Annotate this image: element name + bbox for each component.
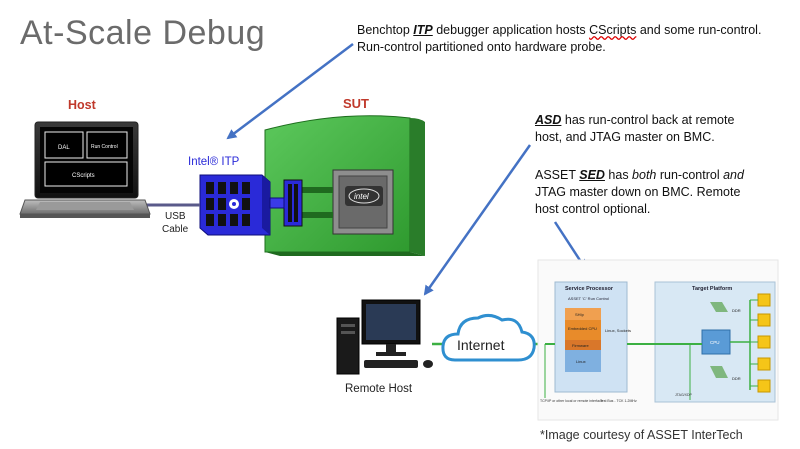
service-processor-title: Service Processor: [565, 286, 614, 292]
sut-label: SUT: [343, 96, 369, 111]
internet-cloud-icon: [441, 313, 536, 362]
cable-label: Cable: [162, 224, 189, 235]
service-processor-sub: ASSET 'C' Run Control: [568, 296, 609, 301]
sp-block-1: SHIp: [575, 312, 585, 317]
chip-label: intel: [354, 192, 369, 201]
asd-note-line2: host, and JTAG master on BMC.: [535, 130, 715, 144]
itp-note-text: debugger application hosts: [432, 23, 590, 37]
usb-label: USB: [165, 211, 186, 222]
sed-note-line3: host control optional.: [535, 202, 651, 216]
sed-note-text: ASSET: [535, 168, 580, 182]
itp-label: Intel® ITP: [188, 156, 240, 168]
sp-side-label: Linux, Sockets: [605, 328, 631, 333]
sed-note-text: has: [604, 168, 633, 182]
target-ddr-label: DDR: [732, 308, 741, 313]
asd-term: ASD: [535, 113, 562, 127]
page-title: At-Scale Debug: [20, 14, 266, 52]
itp-probe: Intel® ITP: [188, 156, 285, 236]
run-control-label: Run Control: [91, 144, 118, 150]
target-ddr-label: DDR: [732, 376, 741, 381]
sed-term: SED: [579, 168, 605, 182]
image-credit: *Image courtesy of ASSET InterTech: [540, 428, 743, 442]
itp-note: Benchtop ITP debugger application hosts …: [357, 22, 761, 56]
internet-label: Internet: [457, 337, 505, 353]
asd-note-arrow: [423, 144, 532, 296]
itp-note-text: Benchtop: [357, 23, 414, 37]
itp-note-line2: Run-control partitioned onto hardware pr…: [357, 40, 606, 54]
asd-note-text: has run-control back at remote: [561, 113, 735, 127]
jtag-label: JTAG/XDP: [675, 393, 693, 397]
target-platform-title: Target Platform: [692, 286, 732, 292]
sed-note-line2: JTAG master down on BMC. Remote: [535, 185, 741, 199]
asset-diagram: Service Processor ASSET 'C' Run Control …: [537, 259, 779, 421]
sp-block-4: Linux: [576, 359, 586, 364]
itp-term: ITP: [413, 23, 433, 37]
target-cpu-label: CPU: [710, 340, 720, 345]
testbus-label: Test Bus - TCK 1-2MHz: [600, 399, 637, 403]
and-term: and: [723, 168, 744, 182]
cscripts-label: CScripts: [72, 173, 95, 179]
both-term: both: [632, 168, 657, 182]
intel-chip: intel: [332, 169, 394, 235]
tcp-label: TCP/IP or other local or remote interfac…: [540, 399, 603, 403]
sed-note-text: run-control: [656, 168, 724, 182]
board-traces: [283, 179, 333, 227]
remote-host-computer: [336, 299, 433, 375]
sp-block-3: Firmware: [572, 343, 589, 348]
itp-note-text: and some run-control.: [636, 23, 762, 37]
remote-host-label: Remote Host: [345, 383, 413, 395]
host-laptop: DAL Run Control CScripts: [19, 121, 151, 218]
dal-label: DAL: [58, 145, 70, 151]
asd-note: ASD has run-control back at remote host,…: [535, 112, 734, 146]
host-label: Host: [68, 98, 97, 112]
cscripts-term: CScripts: [589, 23, 637, 37]
sp-block-2: Embedded CPU: [568, 326, 597, 331]
sed-note: ASSET SED has both run-control and JTAG …: [535, 167, 744, 218]
itp-note-arrow: [226, 43, 354, 140]
